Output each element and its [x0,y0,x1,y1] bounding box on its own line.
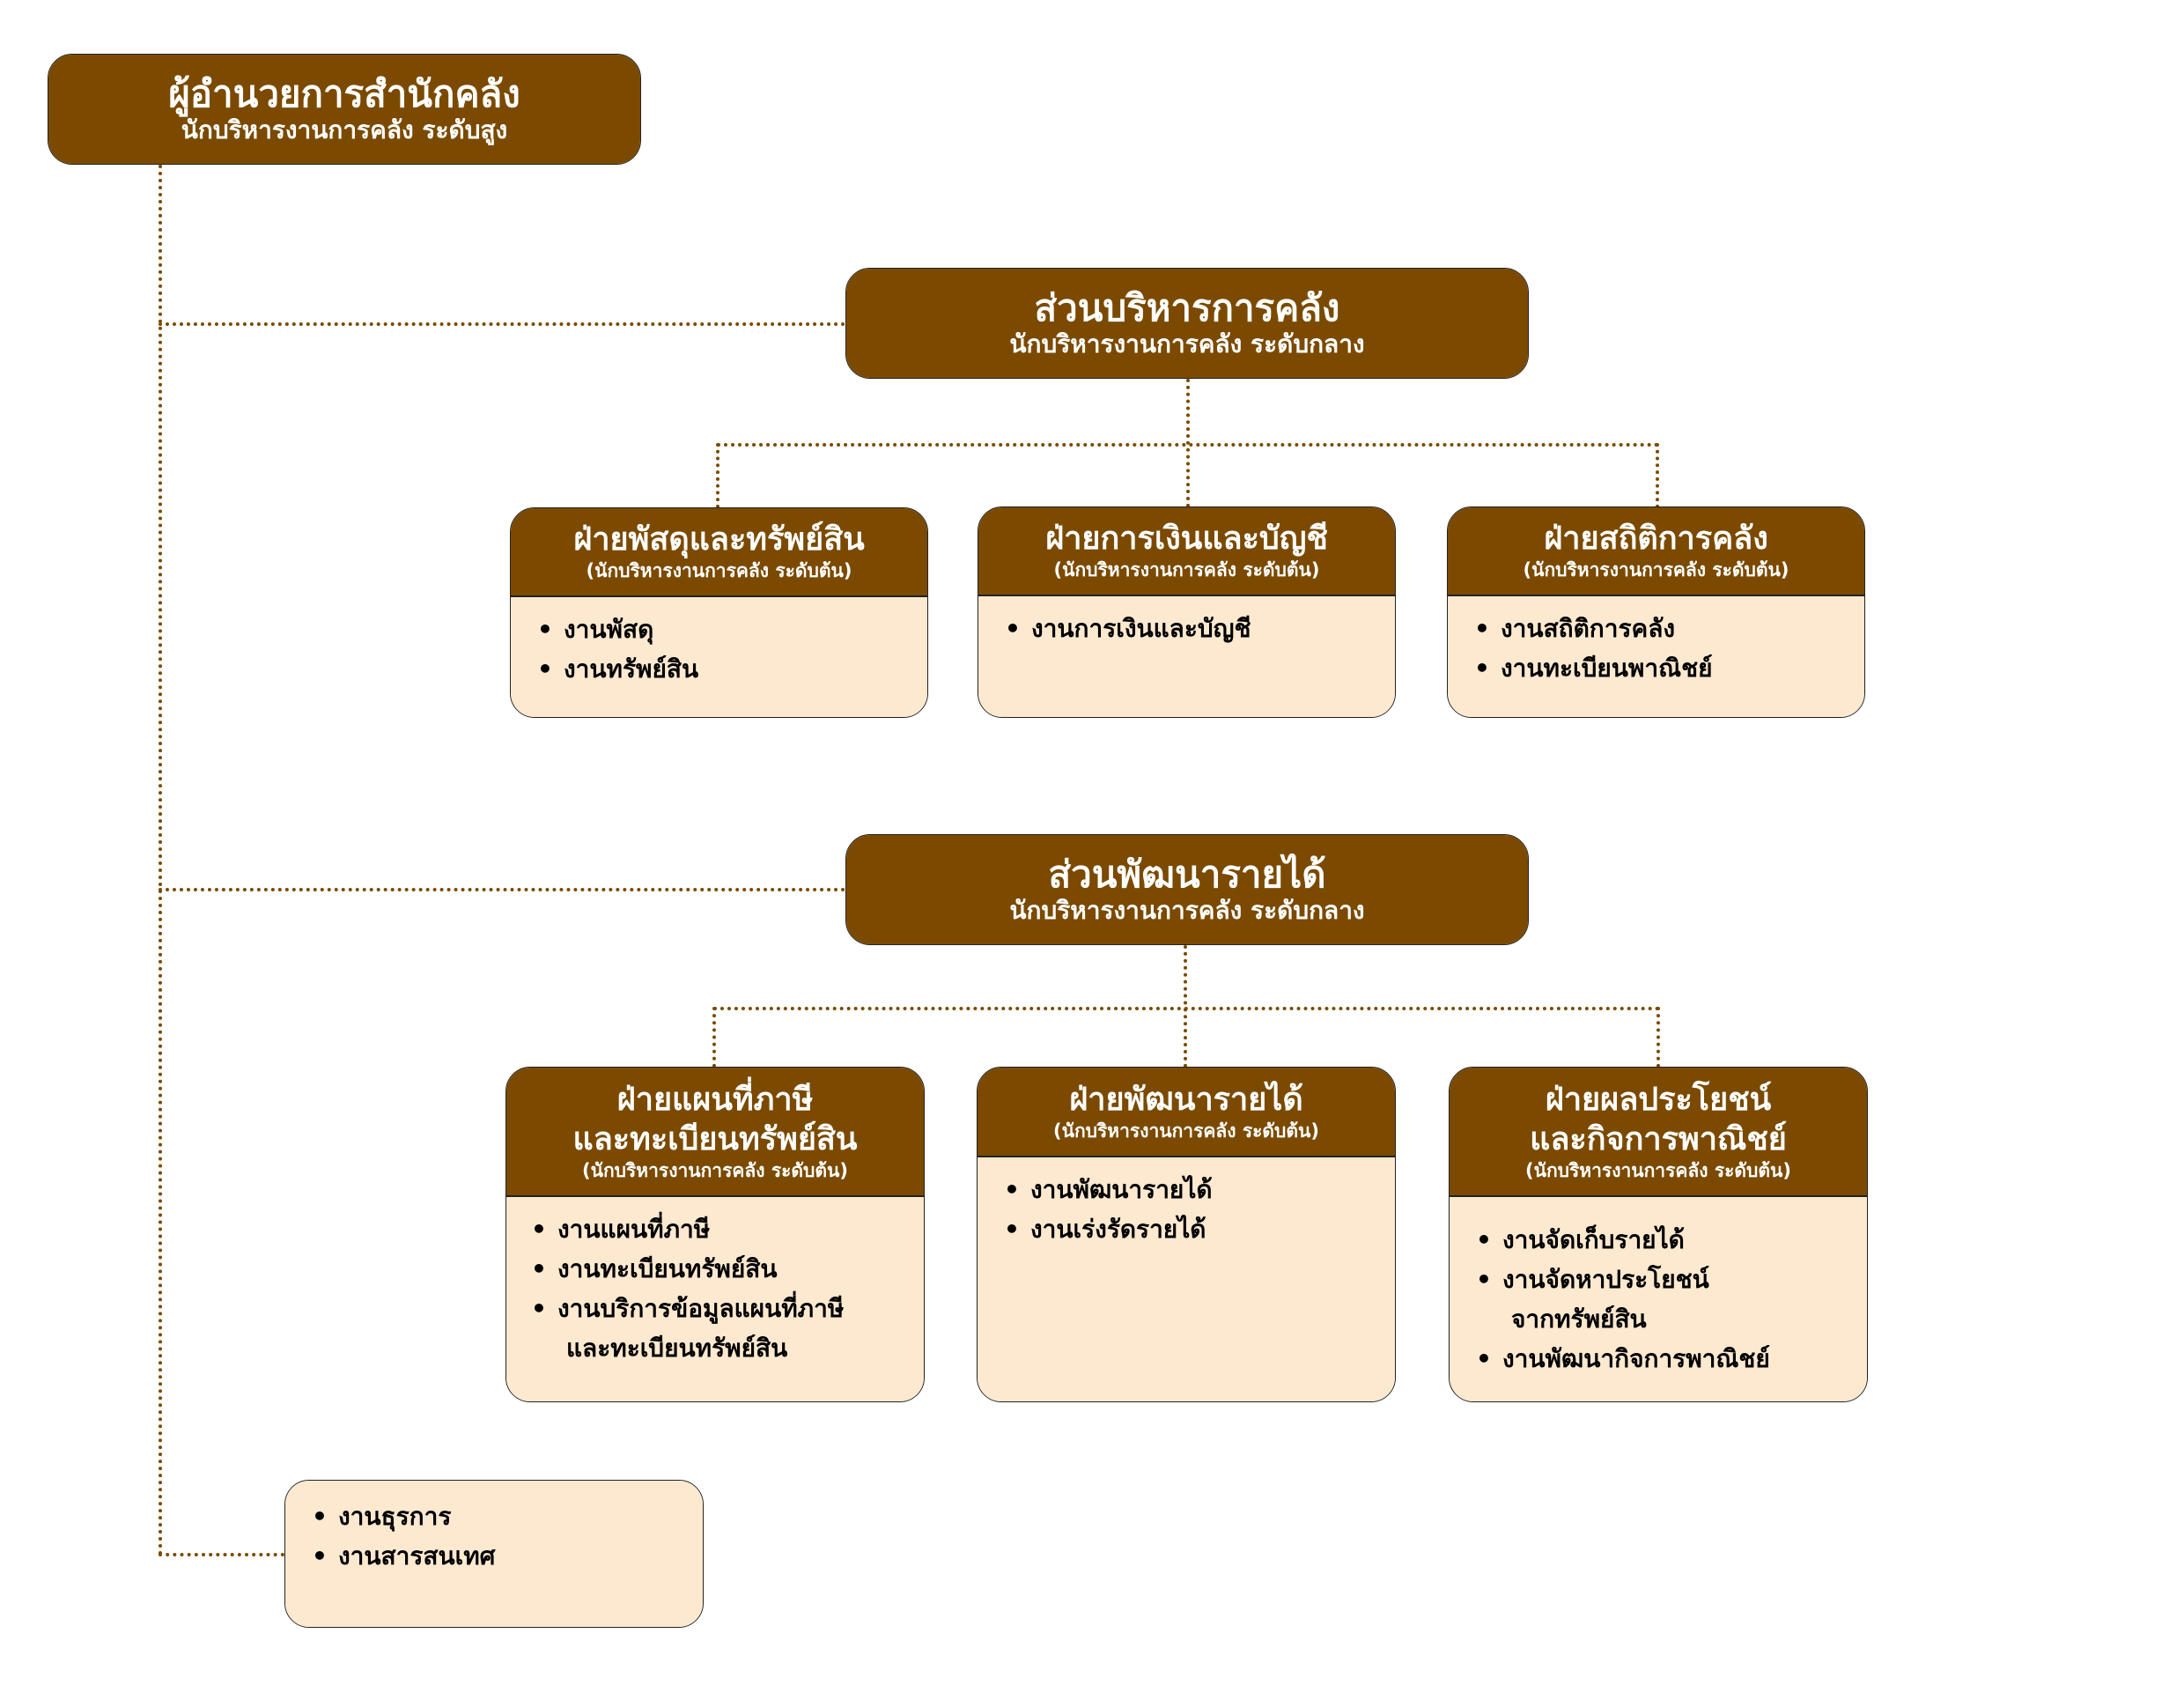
task-item-text: งานจัดหาประโยชน์ [1502,1265,1709,1294]
division-2-stem [1184,945,1187,1068]
task-item: งานพัฒนารายได้ [1004,1170,1395,1209]
section-title: ฝ่ายพัฒนารายได้ [1069,1081,1303,1118]
task-item: งานจัดเก็บรายได้ [1476,1220,1867,1260]
task-item: งานเร่งรัดรายได้ [1004,1209,1395,1249]
section-subtitle: (นักบริหารงานการคลัง ระดับต้น) [1053,559,1320,581]
division-1-bus [717,443,1659,447]
task-item: งานพัฒนากิจการพาณิชย์ [1476,1339,1867,1378]
division-2-bus [713,1007,1660,1010]
section-box-supplies: ฝ่ายพัสดุและทรัพย์สิน (นักบริหารงานการคล… [510,507,928,718]
section-subtitle: (นักบริหารงานการคลัง ระดับต้น) [1053,1120,1319,1142]
task-item-continuation: และทะเบียนทรัพย์สิน [566,1334,788,1363]
section-title-line-1: ฝ่ายผลประโยชน์ [1545,1081,1772,1118]
trunk-connector [159,165,162,1556]
section-subtitle: (นักบริหารงานการคลัง ระดับต้น) [582,1159,848,1181]
connector-to-general-unit [159,1553,284,1556]
task-item: งานทะเบียนพาณิชย์ [1474,648,1864,688]
section-box-fiscal-statistics: ฝ่ายสถิติการคลัง (นักบริหารงานการคลัง ระ… [1447,506,1865,718]
section-subtitle: (นักบริหารงานการคลัง ระดับต้น) [1525,1159,1791,1181]
connector-to-division-2 [159,888,845,891]
section-title: ฝ่ายพัสดุและทรัพย์สิน [573,521,865,558]
task-item: งานบริการข้อมูลแผนที่ภาษีและทะเบียนทรัพย… [531,1289,924,1368]
section-box-finance-accounting: ฝ่ายการเงินและบัญชี (นักบริหารงานการคลัง… [978,506,1396,718]
task-item: งานพัสดุ [537,610,927,649]
task-item-continuation: จากทรัพย์สิน [1511,1305,1647,1334]
section-box-revenue: ฝ่ายพัฒนารายได้ (นักบริหารงานการคลัง ระด… [977,1067,1396,1402]
task-item: งานธุรการ [312,1497,703,1536]
section-title-line-1: ฝ่ายแผนที่ภาษี [616,1081,814,1118]
director-box: ผู้อำนวยการสำนักคลัง นักบริหารงานการคลัง… [48,54,641,165]
connector-to-division-1 [159,322,845,326]
division-title: ส่วนพัฒนารายได้ [1048,853,1326,897]
task-item: งานทะเบียนทรัพย์สิน [531,1249,924,1289]
division-2-drop-3 [1656,1007,1660,1068]
division-2-drop-1 [712,1007,716,1068]
task-item: งานสถิติการคลัง [1474,609,1864,648]
division-box-finance-admin: ส่วนบริหารการคลัง นักบริหารงานการคลัง ระ… [845,268,1529,379]
section-subtitle: (นักบริหารงานการคลัง ระดับต้น) [1523,559,1789,581]
general-unit-box: งานธุรการ งานสารสนเทศ [284,1480,704,1628]
division-subtitle: นักบริหารงานการคลัง ระดับกลาง [1009,329,1365,359]
division-subtitle: นักบริหารงานการคลัง ระดับกลาง [1009,896,1365,926]
section-box-commercial-benefits: ฝ่ายผลประโยชน์ และกิจการพาณิชย์ (นักบริห… [1449,1067,1868,1402]
section-title-line-2: และกิจการพาณิชย์ [1530,1120,1787,1157]
task-item: งานทรัพย์สิน [537,649,927,689]
section-title: ฝ่ายการเงินและบัญชี [1045,521,1328,558]
task-item: งานการเงินและบัญชี [1005,609,1395,648]
division-1-drop-3 [1656,443,1659,508]
section-title: ฝ่ายสถิติการคลัง [1544,521,1768,558]
division-title: ส่วนบริหารการคลัง [1034,286,1340,330]
section-title-line-2: และทะเบียนทรัพย์สิน [572,1120,858,1157]
division-1-drop-1 [716,443,719,508]
section-subtitle: (นักบริหารงานการคลัง ระดับต้น) [586,560,852,582]
section-box-tax-map: ฝ่ายแผนที่ภาษี และทะเบียนทรัพย์สิน (นักบ… [505,1067,925,1402]
task-item: งานจัดหาประโยชน์จากทรัพย์สิน [1476,1260,1867,1339]
director-title: ผู้อำนวยการสำนักคลัง [168,72,520,116]
task-item: งานแผนที่ภาษี [531,1209,924,1249]
director-subtitle: นักบริหารงานการคลัง ระดับสูง [181,115,508,145]
task-item: งานสารสนเทศ [312,1536,703,1576]
task-item-text: งานบริการข้อมูลแผนที่ภาษี [557,1294,845,1323]
division-box-revenue-development: ส่วนพัฒนารายได้ นักบริหารงานการคลัง ระดั… [845,834,1529,945]
